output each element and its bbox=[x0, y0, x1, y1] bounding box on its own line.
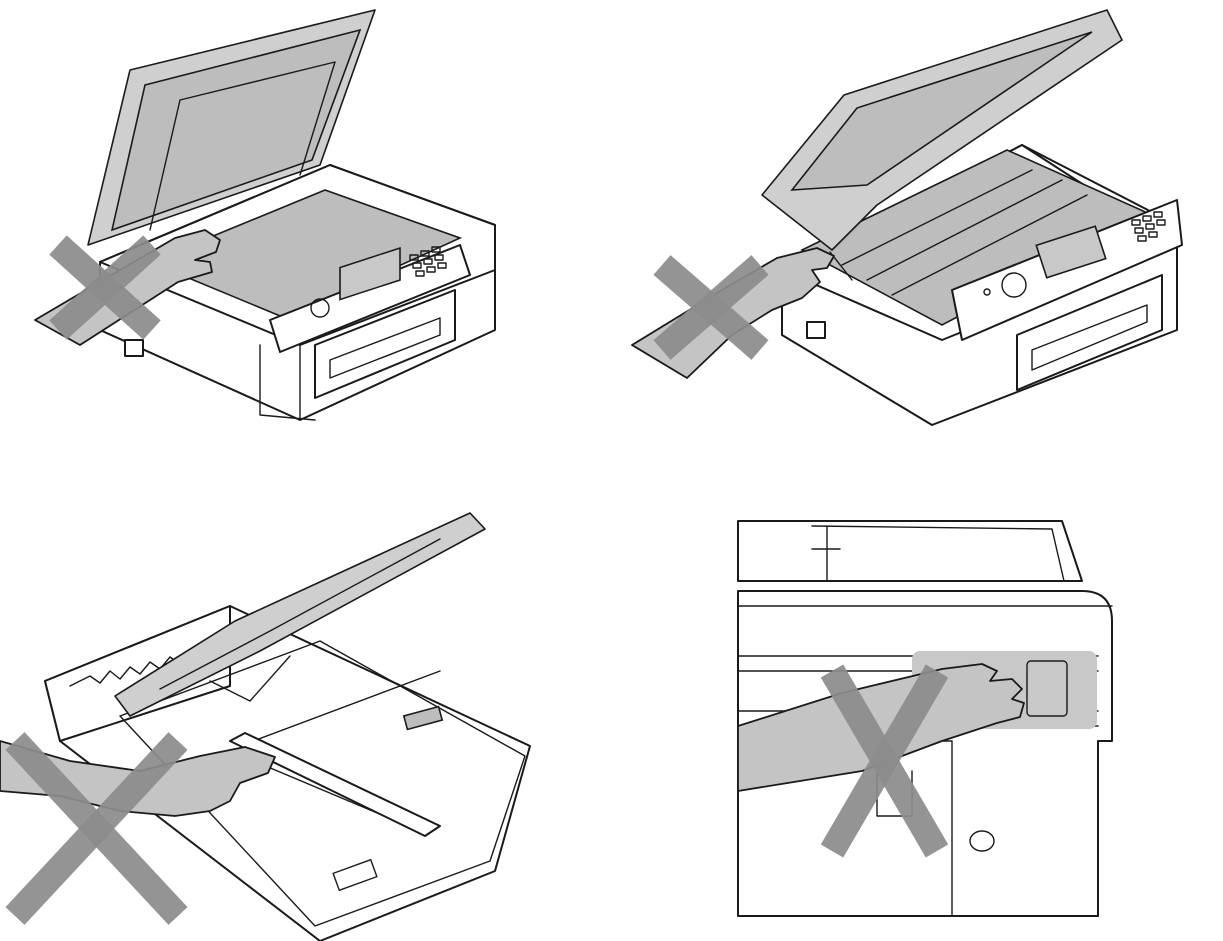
lcd-screen bbox=[1035, 225, 1107, 279]
keypad bbox=[1131, 211, 1166, 242]
tray-floor bbox=[119, 640, 526, 927]
top-cover bbox=[737, 520, 1083, 582]
lid-underside bbox=[110, 28, 362, 232]
paper-tray bbox=[314, 289, 456, 399]
tray-back-wall bbox=[44, 605, 231, 742]
scanner-glass bbox=[147, 189, 463, 319]
scanner-underside bbox=[790, 31, 1093, 191]
indicator-slot bbox=[969, 830, 995, 852]
panel-side-edge bbox=[612, 471, 1223, 941]
paper-guide bbox=[229, 732, 441, 837]
usb-port bbox=[806, 321, 826, 339]
usb-port bbox=[124, 339, 144, 357]
scanner-cover-illustration bbox=[34, 9, 496, 421]
panel-scanner-cover bbox=[0, 0, 611, 470]
size-markers bbox=[402, 705, 444, 731]
panel-scanner-unit bbox=[612, 0, 1223, 470]
lcd-screen bbox=[339, 246, 401, 301]
paper-tray-illustration bbox=[0, 512, 531, 941]
scanner-unit-illustration bbox=[631, 9, 1183, 426]
side-edge-illustration bbox=[737, 520, 1113, 917]
keypad bbox=[409, 246, 447, 277]
panel-paper-tray bbox=[0, 471, 611, 941]
